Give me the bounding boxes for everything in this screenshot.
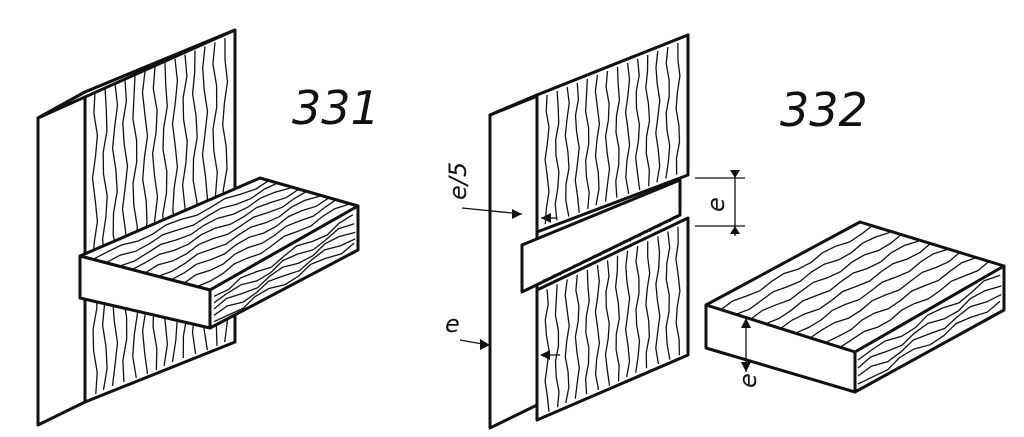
dimension-e-over-5: e/5 bbox=[444, 162, 556, 223]
dimension-label-e-shelf: e bbox=[734, 373, 762, 388]
figure-331: 331 bbox=[36, 28, 380, 427]
dimension-label-e-lower: e bbox=[445, 310, 460, 338]
vertical-board-332 bbox=[488, 33, 690, 430]
dimension-e-groove: e bbox=[695, 170, 745, 236]
figure-number-331: 331 bbox=[292, 81, 380, 135]
end-grain-332 bbox=[857, 274, 1002, 385]
end-grain-331 bbox=[213, 214, 356, 323]
dimension-label-e-over-5: e/5 bbox=[444, 162, 472, 200]
dimension-label-e-groove: e bbox=[702, 197, 730, 212]
dimension-e-lower: e bbox=[445, 310, 560, 360]
grain-lines-332 bbox=[544, 42, 681, 412]
shelf-331 bbox=[78, 176, 360, 330]
shelf-grain-332 bbox=[720, 224, 990, 348]
dimension-e-shelf: e bbox=[734, 318, 762, 388]
figure-332: e/5 e e e 33 bbox=[444, 33, 1006, 430]
groove-fibers-332 bbox=[539, 215, 679, 286]
shelf-332 bbox=[704, 220, 1006, 394]
shelf-grain-331 bbox=[92, 179, 349, 288]
figure-number-332: 332 bbox=[780, 83, 868, 137]
